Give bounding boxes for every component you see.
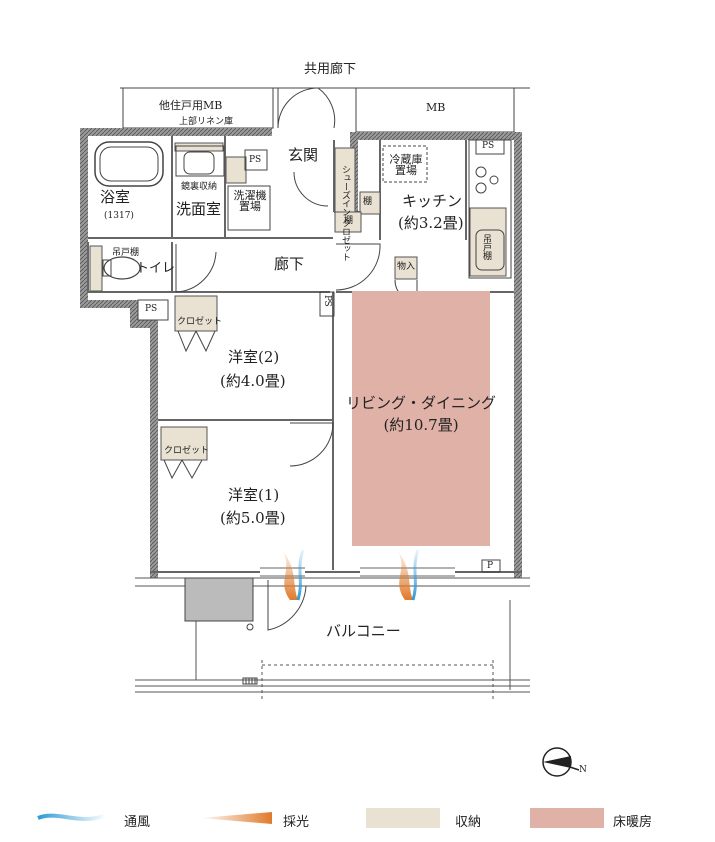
legend-storage-label: 収納 <box>455 815 482 830</box>
legend-floor-heating-icon <box>530 808 604 828</box>
legend-wind-label: 通風 <box>124 815 151 830</box>
washing-machine-space <box>227 185 271 231</box>
door-knob <box>246 623 254 631</box>
south-wall <box>150 567 522 577</box>
legend-light-label: 採光 <box>283 815 310 830</box>
shoes-in-closet-label: シューズイン クロゼット <box>340 165 350 261</box>
shelf-label-2: 棚 <box>344 216 354 226</box>
kitchen-size: (約3.2畳) <box>398 214 464 232</box>
balcony-label: バルコニー <box>326 622 401 640</box>
storage-label: 物入 <box>397 262 416 272</box>
bathtub <box>94 141 164 187</box>
fridge-space <box>382 145 428 183</box>
fridge-label: 冷蔵庫 置場 <box>389 153 423 177</box>
washroom-label: 洗面室 <box>176 200 222 218</box>
toilet-label: トイレ <box>136 261 176 276</box>
living-dining-label: リビング・ダイニング <box>345 394 497 412</box>
legend-floor-heating-label: 床暖房 <box>613 815 653 830</box>
outdoor-unit <box>184 577 254 622</box>
western-room-2-size: (約4.0畳) <box>220 372 286 390</box>
ps-label-4: PS <box>322 295 332 307</box>
ps-label-3: PS <box>145 304 158 314</box>
other-mb-label: 他住戸用MB <box>159 99 223 112</box>
sink <box>475 229 505 271</box>
toilet-bowl <box>103 256 141 280</box>
drain-grate-lines <box>245 678 256 684</box>
compass-north-label: N <box>579 765 587 775</box>
hanging-cabinet-kitchen-label: 吊戸棚 <box>481 234 491 260</box>
legend-light-icon <box>200 812 272 824</box>
stove <box>475 166 499 194</box>
mirror-storage-label: 鏡裏収納 <box>181 182 218 192</box>
linen-shelf-label: 上部リネン庫 <box>179 117 234 127</box>
legend-wind-icon <box>37 813 107 821</box>
common-corridor-label: 共用廊下 <box>303 62 357 77</box>
mb-label: MB <box>426 101 446 114</box>
floor-heating-area <box>352 291 490 546</box>
washbasin <box>175 145 225 177</box>
shelf-label-1: 棚 <box>363 197 373 207</box>
closet-label-2: クロゼット <box>164 446 210 456</box>
hanging-cabinet-wc-label: 吊戸棚 <box>112 248 140 258</box>
western-room-1-label: 洋室(1) <box>228 486 280 504</box>
closet-label-1: クロゼット <box>177 317 223 327</box>
corridor-label: 廊下 <box>274 255 305 273</box>
western-room-1-size: (約5.0畳) <box>220 509 286 527</box>
airflow-light-markers <box>282 549 420 601</box>
laundry-label: 洗濯機 置場 <box>233 189 267 213</box>
ps-label-1: PS <box>249 155 262 165</box>
western-room-2-label: 洋室(2) <box>228 348 280 366</box>
kitchen-label: キッチン <box>402 192 463 210</box>
living-dining-size: (約10.7畳) <box>383 416 459 434</box>
legend-storage-icon <box>366 808 440 828</box>
bath-label: 浴室 <box>100 188 131 206</box>
ps-label-2: PS <box>482 141 495 151</box>
doors <box>175 87 418 631</box>
p-label: P <box>487 561 494 571</box>
drain-grate <box>242 677 258 685</box>
closet-doors <box>163 330 216 480</box>
bath-size: (1317) <box>104 211 134 221</box>
compass-icon <box>542 747 580 777</box>
entrance-label: 玄関 <box>288 146 319 164</box>
ps-boxes <box>137 139 505 573</box>
